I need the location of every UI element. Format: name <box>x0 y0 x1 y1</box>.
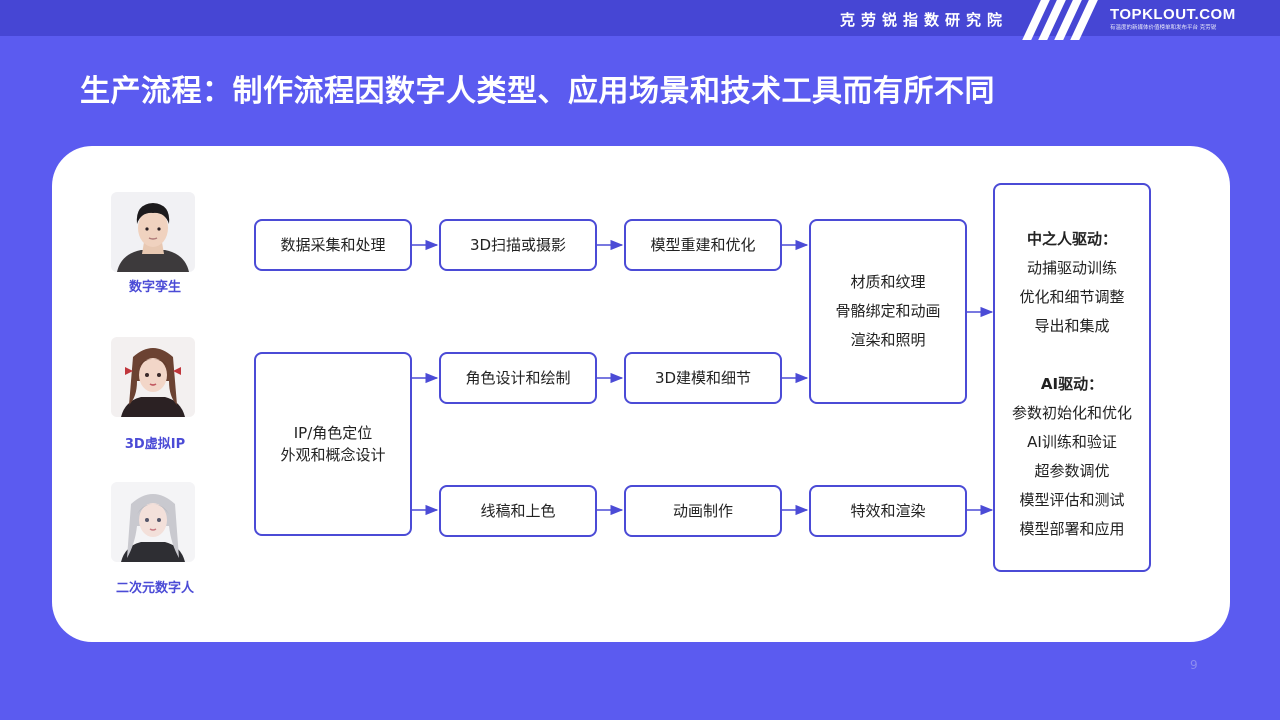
node-ip-line-1: IP/角色定位 <box>293 424 373 442</box>
node-model-rebuild: 模型重建和优化 <box>624 219 782 271</box>
ai-driven-item: AI训练和验证 <box>1027 433 1117 451</box>
avatar-anime <box>111 482 195 562</box>
avatar-label-3d-ip: 3D虚拟IP <box>124 437 186 452</box>
avatar-label-anime: 二次元数字人 <box>115 581 194 596</box>
silver-hair-portrait-icon <box>111 482 195 562</box>
avatar-3d-ip <box>111 337 195 417</box>
section-spacer <box>995 341 1149 370</box>
node-ip-positioning: IP/角色定位 外观和概念设计 <box>254 352 412 536</box>
node-material-line-3: 渲染和照明 <box>850 331 926 349</box>
top-bar: 克劳锐指数研究院 TOPKLOUT.COM 有温度的新媒体价值榜单和发布平台 克… <box>0 0 1280 40</box>
brand-logo: TOPKLOUT.COM <box>1110 6 1236 23</box>
node-ip-line-2: 外观和概念设计 <box>280 446 386 464</box>
node-material-line-2: 骨骼绑定和动画 <box>835 302 941 320</box>
node-lineart-color: 线稿和上色 <box>439 485 597 537</box>
human-driven-heading: 中之人驱动： <box>1026 230 1117 248</box>
node-material-rigging: 材质和纹理 骨骼绑定和动画 渲染和照明 <box>809 219 967 404</box>
node-character-design: 角色设计和绘制 <box>439 352 597 404</box>
human-driven-item: 导出和集成 <box>1034 317 1110 335</box>
node-driving-methods: 中之人驱动： 动捕驱动训练 优化和细节调整 导出和集成 AI驱动： 参数初始化和… <box>993 183 1151 572</box>
node-effects-render: 特效和渲染 <box>809 485 967 537</box>
male-portrait-icon <box>111 192 195 272</box>
avatar-digital-twin <box>111 192 195 272</box>
brand-tagline: 有温度的新媒体价值榜单和发布平台 克劳锐 <box>1110 25 1217 31</box>
human-driven-item: 优化和细节调整 <box>1019 288 1125 306</box>
node-3d-scan: 3D扫描或摄影 <box>439 219 597 271</box>
girl-portrait-icon <box>111 337 195 417</box>
node-3d-modeling: 3D建模和细节 <box>624 352 782 404</box>
ai-driven-heading: AI驱动： <box>1040 375 1104 393</box>
node-material-line-1: 材质和纹理 <box>850 273 926 291</box>
node-animation: 动画制作 <box>624 485 782 537</box>
ai-driven-item: 模型部署和应用 <box>1019 520 1125 538</box>
institute-name: 克劳锐指数研究院 <box>839 11 1008 29</box>
node-data-collection: 数据采集和处理 <box>254 219 412 271</box>
page-title: 生产流程：制作流程因数字人类型、应用场景和技术工具而有所不同 <box>80 74 995 109</box>
ai-driven-item: 模型评估和测试 <box>1019 491 1125 509</box>
avatar-label-digital-twin: 数字孪生 <box>128 280 181 295</box>
human-driven-item: 动捕驱动训练 <box>1026 259 1117 277</box>
ai-driven-item: 超参数调优 <box>1034 462 1110 480</box>
ai-driven-item: 参数初始化和优化 <box>1011 404 1132 422</box>
page-number: 9 <box>1190 658 1198 672</box>
